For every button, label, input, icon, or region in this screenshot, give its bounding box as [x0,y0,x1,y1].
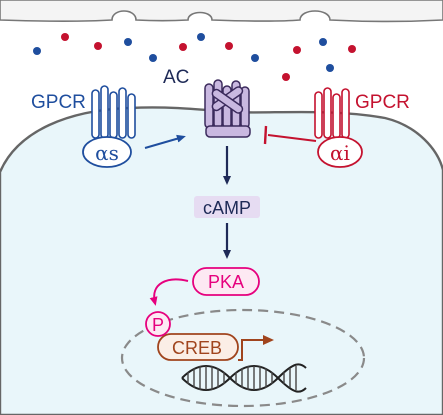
nucleus [120,308,366,408]
transmitter-dot [225,42,233,50]
creb-label: CREB [172,338,222,358]
gpcr-right-receptor [314,87,350,139]
creb-box [157,333,239,361]
transmitter-dot [149,54,157,62]
alpha-s-subunit [82,136,132,168]
alpha-s-label: αs [95,141,119,165]
transmitter-dot [293,46,301,54]
phosphate-circle [145,311,171,337]
camp-box [194,196,260,218]
transmitter-dot [33,47,41,55]
transmitter-dot [197,33,205,41]
transcription-arrow [238,335,274,361]
ac-label: AC [163,67,189,88]
transmitter-dot [251,54,259,62]
transmitter-dot [61,33,69,41]
adenylyl-cyclase [204,79,251,138]
inhibition-line-alpha-i [267,134,317,142]
inhibition-bar [263,125,268,145]
dna-helix [181,363,307,393]
alpha-i-subunit [317,136,363,168]
transmitter-dot [282,73,290,81]
transmitter-dot [94,42,102,50]
gpcr-right-label: GPCR [355,92,410,113]
transmitter-dot [348,45,356,53]
phosphate-label: P [152,315,164,335]
alpha-i-label: αi [330,141,350,165]
presynaptic-terminal [0,0,443,23]
transmitter-dot [179,43,187,51]
gpcr-left-label: GPCR [31,92,86,113]
transmitter-dot [319,38,327,46]
camp-label: cAMP [203,198,251,218]
arrow-pka-to-p [149,278,189,306]
pka-label: PKA [208,272,244,292]
activation-arrow-alpha-s [144,134,186,149]
postsynaptic-cell [0,106,443,415]
pka-box [192,267,260,296]
neurotransmitter-dots [33,33,356,81]
transmitter-dot [124,38,132,46]
transmitter-dot [326,64,334,72]
gpcr-left-receptor [91,85,136,139]
